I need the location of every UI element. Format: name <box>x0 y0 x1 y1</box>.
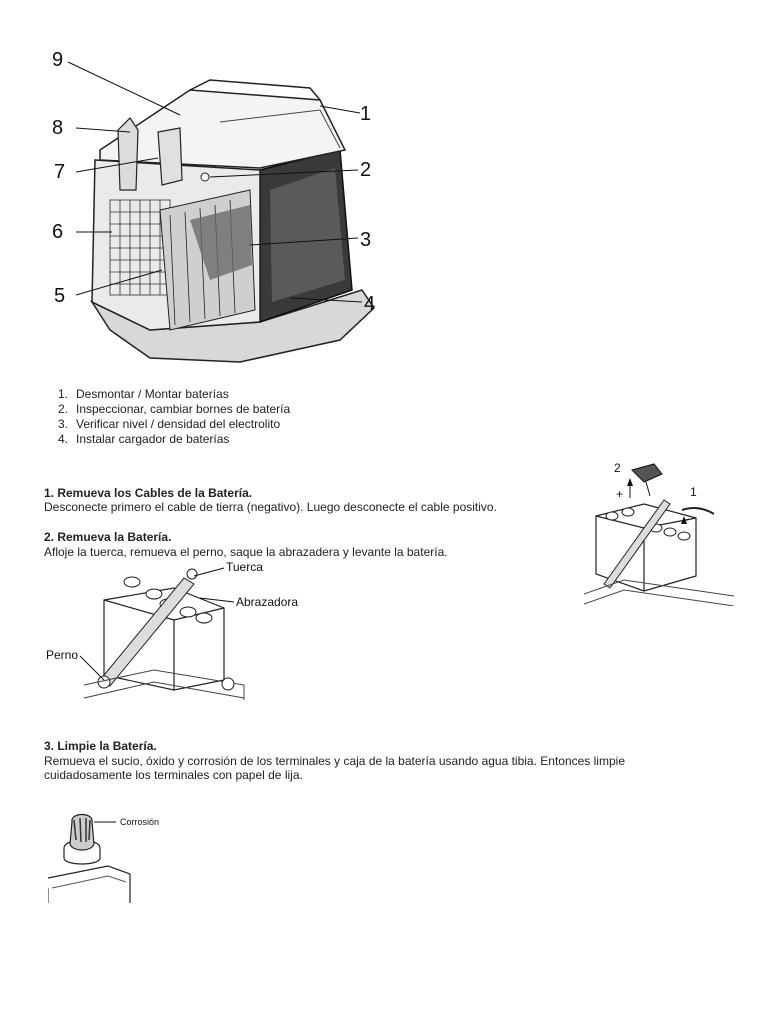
cable-removal-figure: 2 1 + − <box>583 456 735 607</box>
list-item: 4.Instalar cargador de baterías <box>57 432 230 446</box>
callout-8: 8 <box>52 117 63 139</box>
callout-5: 5 <box>54 285 65 307</box>
callout-7: 7 <box>54 161 65 183</box>
section3-heading: 3. Limpie la Batería. <box>44 739 157 753</box>
callout-3: 3 <box>360 229 371 251</box>
section2-body: Afloje la tuerca, remueva el perno, saqu… <box>44 545 448 559</box>
label-perno: Perno <box>46 648 79 662</box>
section1-heading: 1. Remueva los Cables de la Batería. <box>44 486 253 500</box>
callout-6: 6 <box>52 221 63 243</box>
label-minus: − <box>682 513 689 527</box>
battery-cutaway-figure: 9 1 8 7 2 6 3 5 4 <box>40 40 400 370</box>
section3-body-line1: Remueva el sucio, óxido y corrosión de l… <box>44 754 625 768</box>
battery-removal-drawing <box>79 567 245 700</box>
battery-removal-figure: Tuerca Abrazadora Perno <box>44 560 324 710</box>
callout-9: 9 <box>52 49 63 71</box>
callout-1: 1 <box>360 103 371 125</box>
cable-removal-drawing: 2 1 + − <box>583 461 735 607</box>
section1-body: Desconecte primero el cable de tierra (n… <box>44 500 497 514</box>
label-step-2: 2 <box>614 461 621 475</box>
label-abrazadora: Abrazadora <box>236 595 299 609</box>
label-corrosion: Corrosión <box>120 817 160 827</box>
section3-body-line2: cuidadosamente los terminales con papel … <box>44 768 303 782</box>
list-item: 2.Inspeccionar, cambiar bornes de baterí… <box>57 402 291 416</box>
callout-4: 4 <box>364 293 375 315</box>
list-item: 1.Desmontar / Montar baterías <box>57 387 229 401</box>
label-tuerca: Tuerca <box>226 560 263 574</box>
label-step-1: 1 <box>690 485 697 499</box>
corrosion-drawing <box>47 813 131 903</box>
corrosion-figure: Corrosión <box>47 808 208 908</box>
list-item: 3.Verificar nivel / densidad del electro… <box>57 417 281 431</box>
section2-heading: 2. Remueva la Batería. <box>44 530 172 544</box>
callout-2: 2 <box>360 159 371 181</box>
battery-cutaway-drawing: 9 1 8 7 2 6 3 5 4 <box>52 49 375 363</box>
label-plus: + <box>616 487 623 501</box>
task-list: 1.Desmontar / Montar baterías 2.Inspecci… <box>44 387 444 447</box>
